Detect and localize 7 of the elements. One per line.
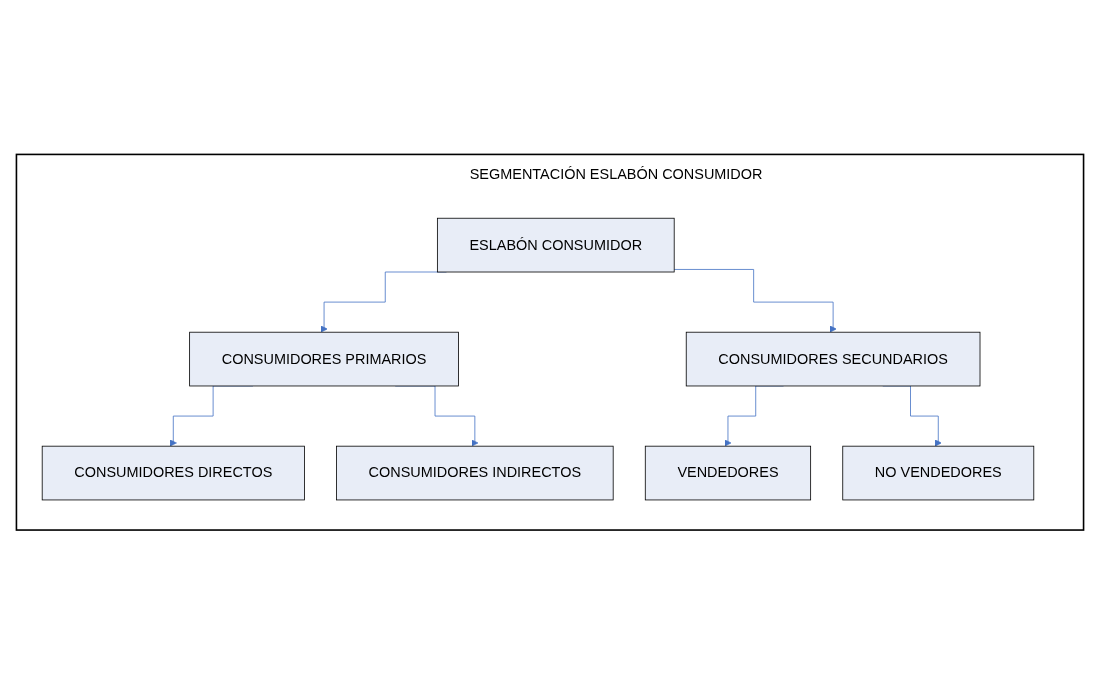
node-box: ESLABÓN CONSUMIDOR	[436, 217, 675, 273]
node-box: NO VENDEDORES	[841, 445, 1034, 501]
node-box: CONSUMIDORES PRIMARIOS	[188, 331, 459, 387]
node-box: VENDEDORES	[644, 445, 811, 501]
node-box: CONSUMIDORES SECUNDARIOS	[685, 331, 980, 387]
node-box: CONSUMIDORES DIRECTOS	[41, 445, 305, 501]
node-box: CONSUMIDORES INDIRECTOS	[335, 445, 614, 501]
